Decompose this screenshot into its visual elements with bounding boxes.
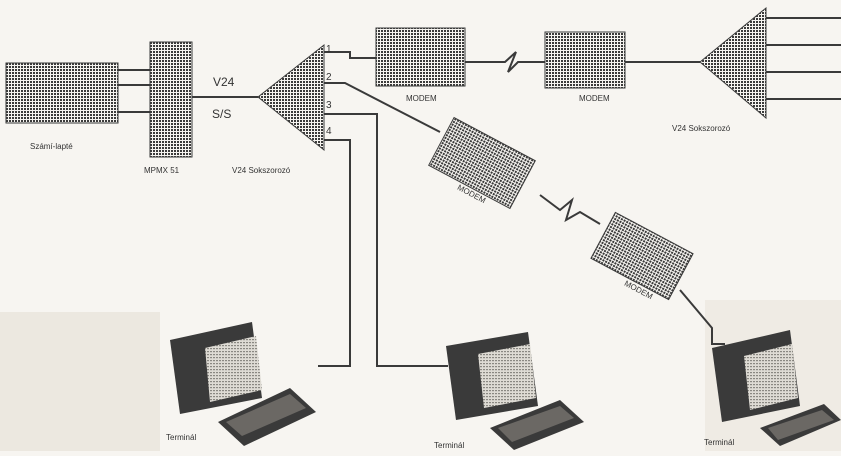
terminal-2-keys	[498, 406, 574, 442]
splitter-left-label: V24 Sokszorozó	[232, 166, 291, 175]
mpmx-block	[149, 41, 193, 158]
terminal-3-keys	[768, 410, 834, 440]
terminal-2-label: Terminál	[434, 441, 464, 450]
paper-shadow-left	[0, 312, 160, 451]
modem-b	[544, 31, 626, 89]
mpmx-label: MPMX 51	[144, 166, 180, 175]
port-3-label: 3	[326, 100, 332, 111]
port-4-label: 4	[326, 126, 332, 137]
terminal-1-screen	[205, 336, 262, 402]
modem-a-label: MODEM	[406, 94, 437, 103]
modem-d	[590, 211, 694, 301]
computer-block	[5, 62, 119, 124]
terminal-1-label: Terminál	[166, 433, 196, 442]
computer-label: Számí-lapté	[30, 142, 73, 151]
modem-a	[375, 27, 466, 87]
ss-label: S/S	[212, 107, 231, 121]
terminal-3-screen	[744, 344, 798, 410]
modem-b-label: MODEM	[579, 94, 610, 103]
splitter-left	[257, 43, 325, 152]
splitter-right-label: V24 Sokszorozó	[672, 124, 731, 133]
terminal-1-keys	[226, 394, 306, 436]
modem-c-group	[428, 116, 536, 210]
v24-label: V24	[213, 75, 235, 89]
splitter-right	[699, 6, 767, 120]
terminal-2	[446, 332, 584, 450]
terminal-2-screen	[478, 344, 536, 408]
port-1-label: 1	[326, 44, 332, 55]
terminal-1	[170, 322, 316, 446]
modem-c	[428, 116, 536, 210]
modem-d-group	[590, 211, 694, 301]
connection-lines	[118, 17, 841, 367]
terminal-3-label: Terminál	[704, 438, 734, 447]
terminal-3	[712, 330, 841, 446]
port-2-label: 2	[326, 72, 332, 83]
